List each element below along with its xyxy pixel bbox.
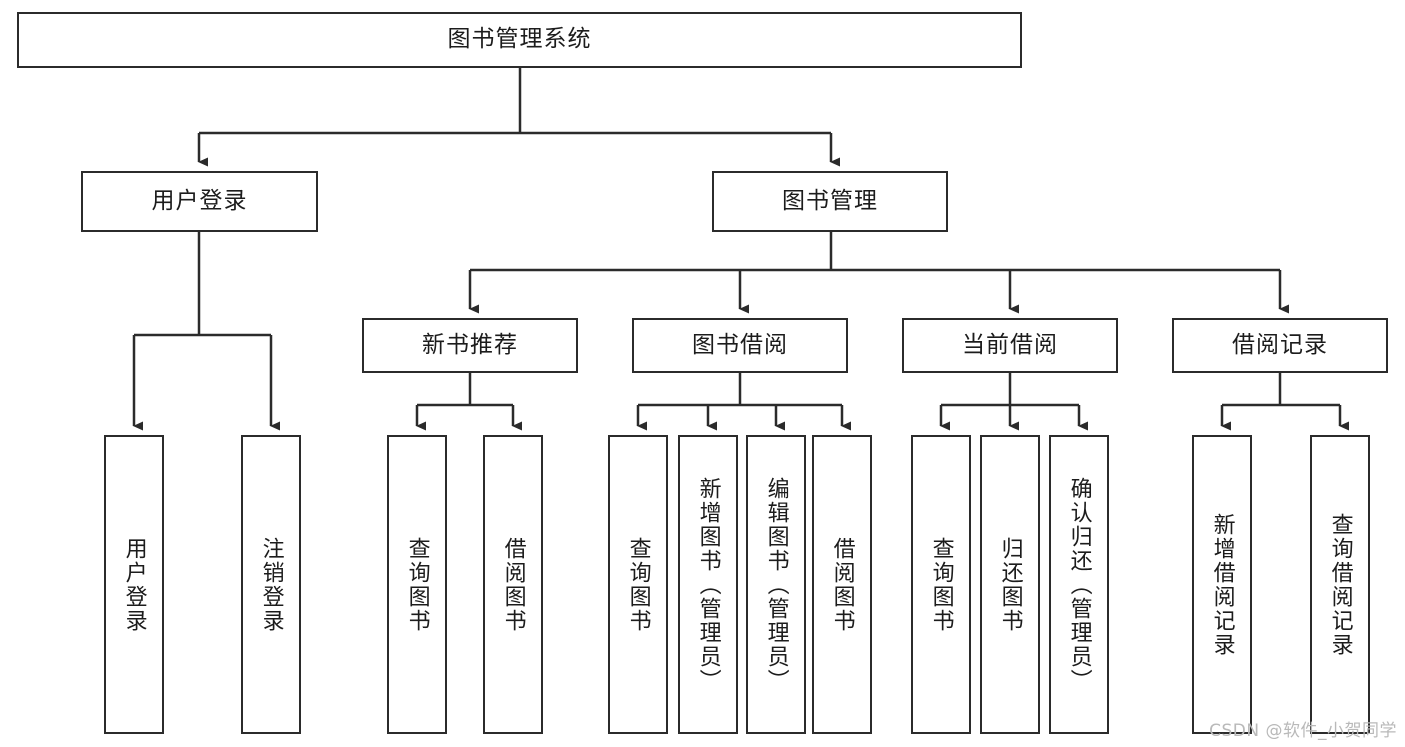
leaf-borrow-record-add-record[interactable]: 新增借阅记录 xyxy=(1192,435,1252,734)
node-root-book-management-system[interactable]: 图书管理系统 xyxy=(17,12,1022,68)
node-label: 借阅图书 xyxy=(829,536,855,633)
leaf-user-login-logout[interactable]: 注销登录 xyxy=(241,435,301,734)
node-label: 查询借阅记录 xyxy=(1327,512,1353,657)
node-label: 图书管理系统 xyxy=(447,26,592,53)
node-label: 查询图书 xyxy=(404,536,430,633)
watermark: CSDN @软件_小贺同学 xyxy=(1209,721,1397,741)
leaf-book-borrow-query-book[interactable]: 查询图书 xyxy=(608,435,668,734)
leaf-book-borrow-edit-book-admin[interactable]: 编辑图书（管理员） xyxy=(746,435,806,734)
leaf-book-borrow-borrow-book[interactable]: 借阅图书 xyxy=(812,435,872,734)
node-new-book-recommend[interactable]: 新书推荐 xyxy=(362,318,578,373)
node-label: 新书推荐 xyxy=(422,331,518,358)
leaf-user-login-login[interactable]: 用户登录 xyxy=(104,435,164,734)
node-label: 归还图书 xyxy=(997,536,1023,633)
leaf-current-borrow-confirm-return-admin[interactable]: 确认归还（管理员） xyxy=(1049,435,1109,734)
leaf-borrow-record-query-record[interactable]: 查询借阅记录 xyxy=(1310,435,1370,734)
node-label: 编辑图书（管理员） xyxy=(763,476,789,693)
node-label: 查询图书 xyxy=(928,536,954,633)
leaf-book-borrow-add-book-admin[interactable]: 新增图书（管理员） xyxy=(678,435,738,734)
node-label: 图书管理 xyxy=(782,187,878,214)
node-current-borrow[interactable]: 当前借阅 xyxy=(902,318,1118,373)
node-label: 用户登录 xyxy=(151,187,248,214)
node-book-management[interactable]: 图书管理 xyxy=(712,171,948,232)
node-book-borrow[interactable]: 图书借阅 xyxy=(632,318,848,373)
node-label: 确认归还（管理员） xyxy=(1066,476,1092,693)
node-label: 查询图书 xyxy=(625,536,651,633)
node-label: 新增图书（管理员） xyxy=(695,476,721,693)
node-label: 借阅图书 xyxy=(500,536,526,633)
leaf-new-book-borrow-book[interactable]: 借阅图书 xyxy=(483,435,543,734)
leaf-current-borrow-query-book[interactable]: 查询图书 xyxy=(911,435,971,734)
node-user-login[interactable]: 用户登录 xyxy=(81,171,318,232)
node-label: 图书借阅 xyxy=(692,331,788,358)
node-label: 借阅记录 xyxy=(1232,331,1328,358)
node-label: 注销登录 xyxy=(258,536,284,633)
node-label: 新增借阅记录 xyxy=(1209,512,1235,657)
leaf-new-book-query-book[interactable]: 查询图书 xyxy=(387,435,447,734)
leaf-current-borrow-return-book[interactable]: 归还图书 xyxy=(980,435,1040,734)
node-label: 当前借阅 xyxy=(962,331,1058,358)
node-borrow-record[interactable]: 借阅记录 xyxy=(1172,318,1388,373)
node-label: 用户登录 xyxy=(121,536,147,633)
